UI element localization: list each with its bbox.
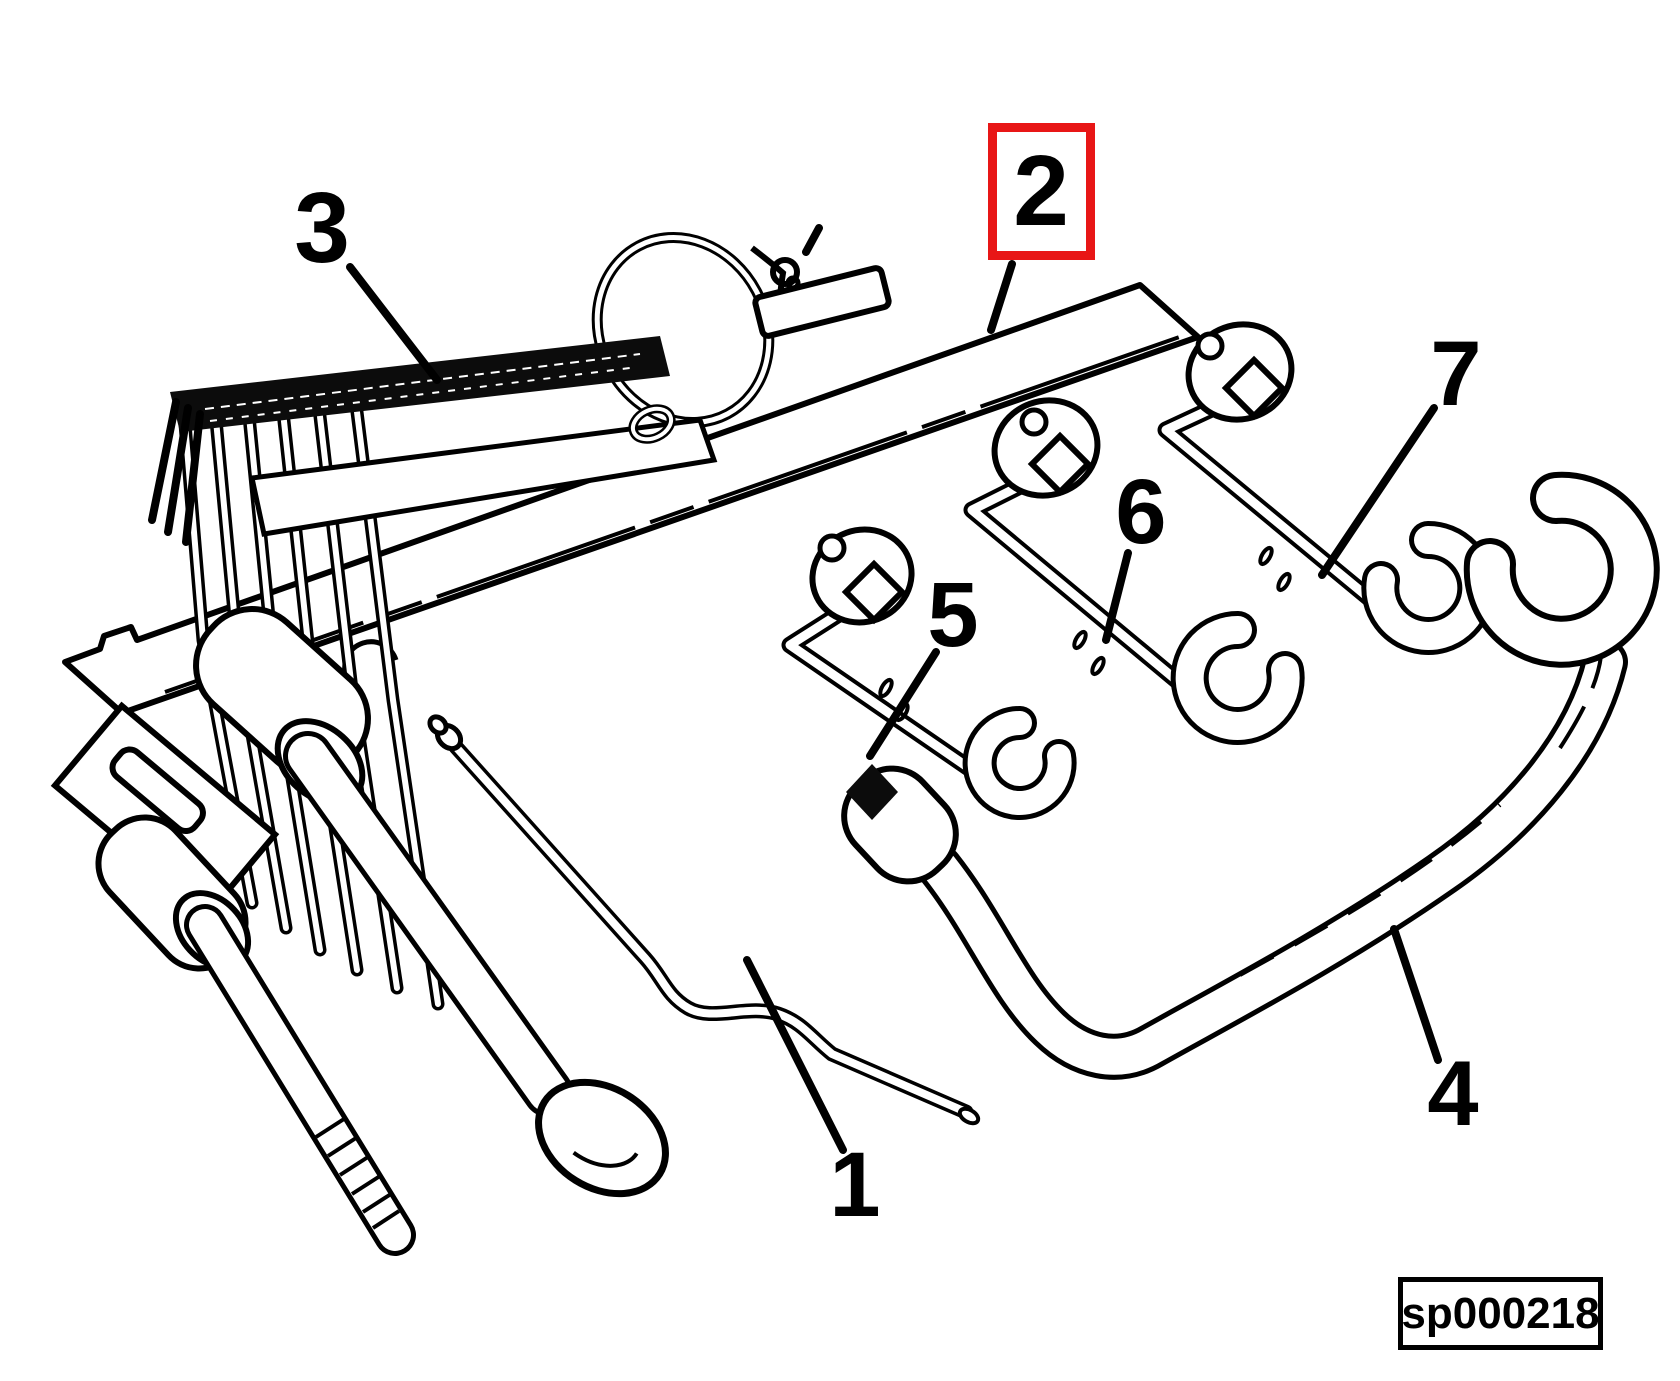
pin-hole bbox=[1195, 331, 1225, 361]
pin-hole bbox=[1019, 407, 1049, 437]
square-socket-opening bbox=[1027, 431, 1093, 497]
callout-7[interactable]: 7 bbox=[1430, 323, 1482, 425]
part-handle-with-foot-disc bbox=[193, 605, 669, 1198]
foot-disc bbox=[535, 1078, 669, 1198]
part-wrench-set-stack bbox=[148, 224, 892, 1011]
square-drive-hole bbox=[846, 764, 898, 820]
pin-hole bbox=[817, 533, 847, 563]
callout-5[interactable]: 5 bbox=[927, 564, 979, 666]
stack-dark-edge bbox=[170, 336, 670, 432]
callout-4[interactable]: 4 bbox=[1427, 1043, 1479, 1145]
callout-6[interactable]: 6 bbox=[1115, 461, 1167, 563]
part-socket-wrench-5 bbox=[781, 526, 1077, 820]
square-socket-opening bbox=[1221, 355, 1287, 421]
callout-1[interactable]: 1 bbox=[829, 1134, 881, 1236]
label-tag bbox=[750, 224, 892, 339]
part-crank-rod bbox=[427, 714, 981, 1126]
square-socket-opening bbox=[841, 559, 907, 625]
callout-leader-lines bbox=[346, 260, 1442, 1154]
part-lug-wrench bbox=[841, 471, 1660, 1080]
callout-3[interactable]: 3 bbox=[294, 172, 350, 284]
ring-eyelet bbox=[628, 404, 676, 444]
callout-2[interactable]: 2 bbox=[1013, 135, 1069, 247]
highlight-box bbox=[988, 123, 1095, 260]
part-socket-wrench-6 bbox=[963, 397, 1305, 745]
part-socket-wrench-7 bbox=[1157, 321, 1496, 655]
thread-lines bbox=[314, 1117, 401, 1230]
figure-code-label: sp000218 bbox=[1398, 1277, 1603, 1350]
part-jack-screw bbox=[50, 701, 416, 1256]
